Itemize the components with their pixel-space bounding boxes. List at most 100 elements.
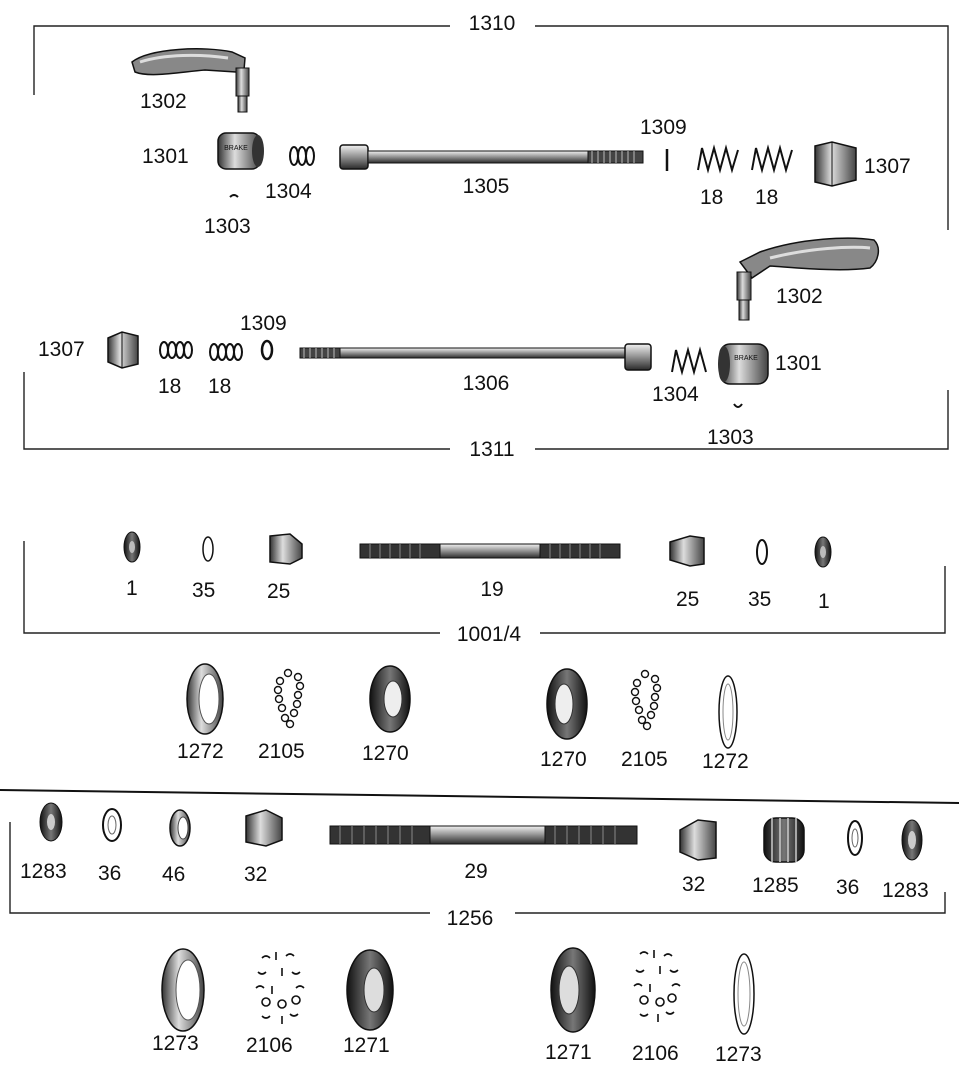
label-2106-right: 2106 xyxy=(632,1042,679,1065)
label-1285: 1285 xyxy=(752,874,799,897)
label-1-right: 1 xyxy=(818,590,830,613)
group-1311-bracket xyxy=(23,372,949,450)
group-label-1311: 1311 xyxy=(469,438,514,461)
label-2105-right: 2105 xyxy=(621,748,668,771)
cup-1272-left xyxy=(186,663,224,735)
label-32-right: 32 xyxy=(682,873,705,896)
label-25-right: 25 xyxy=(676,588,699,611)
race-1270-left xyxy=(369,665,411,733)
pin-1303 xyxy=(229,194,239,198)
washer-1309-b xyxy=(260,339,274,361)
label-29: 29 xyxy=(464,860,487,883)
spacer-46 xyxy=(169,809,191,847)
label-1283-right: 1283 xyxy=(882,879,929,902)
washer-35-left xyxy=(202,536,214,562)
cam-nut-engraving: BRAKE xyxy=(224,145,248,152)
group-label-1256: 1256 xyxy=(447,907,494,930)
label-1303-b: 1303 xyxy=(707,426,754,449)
race-1271-right xyxy=(550,947,596,1033)
label-18-d: 18 xyxy=(208,375,231,398)
group-1256-bracket xyxy=(9,822,946,914)
race-1271-left xyxy=(346,949,394,1031)
label-46: 46 xyxy=(162,863,185,886)
label-1283-left: 1283 xyxy=(20,860,67,883)
label-1271-right: 1271 xyxy=(545,1041,592,1064)
label-1304-a: 1304 xyxy=(265,180,312,203)
label-36-left: 36 xyxy=(98,862,121,885)
group-label-1310: 1310 xyxy=(469,12,516,35)
skewer-axle-1305 xyxy=(339,144,644,170)
washer-35-right xyxy=(756,539,768,565)
label-35-left: 35 xyxy=(192,579,215,602)
nut-1-right xyxy=(814,536,832,568)
label-1307-a: 1307 xyxy=(864,155,911,178)
cup-1273-right xyxy=(733,953,755,1035)
label-1272-right: 1272 xyxy=(702,750,749,773)
label-1305: 1305 xyxy=(463,175,510,198)
nut-1-left xyxy=(123,531,141,563)
label-1273-left: 1273 xyxy=(152,1032,199,1055)
label-1303-a: 1303 xyxy=(204,215,251,238)
nut-1283-left xyxy=(39,802,63,842)
quick-release-lever-1302-b xyxy=(736,237,880,321)
axle-29 xyxy=(329,825,638,845)
spring-18-a xyxy=(697,144,739,174)
label-1273-right: 1273 xyxy=(715,1043,762,1066)
label-1307-b: 1307 xyxy=(38,338,85,361)
label-1271-left: 1271 xyxy=(343,1034,390,1057)
label-32-left: 32 xyxy=(244,863,267,886)
cup-1273-left xyxy=(161,948,205,1032)
washer-36-right xyxy=(847,820,863,856)
label-18-c: 18 xyxy=(158,375,181,398)
label-1309-b: 1309 xyxy=(240,312,287,335)
label-18-b: 18 xyxy=(755,186,778,209)
label-19: 19 xyxy=(480,578,503,601)
label-36-right: 36 xyxy=(836,876,859,899)
label-1306: 1306 xyxy=(463,372,510,395)
label-2106-left: 2106 xyxy=(246,1034,293,1057)
spacer-1285 xyxy=(763,817,805,863)
cam-nut-1301: BRAKE xyxy=(217,132,264,170)
pin-1303-b xyxy=(733,403,743,408)
label-1301-a: 1301 xyxy=(142,145,189,168)
label-1301-b: 1301 xyxy=(775,352,822,375)
spring-1304 xyxy=(289,146,315,166)
cup-1272-right xyxy=(718,675,738,749)
label-35-right: 35 xyxy=(748,588,771,611)
ball-retainer-2106-right xyxy=(633,950,681,1022)
section-divider xyxy=(0,789,959,804)
label-1304-b: 1304 xyxy=(652,383,699,406)
label-1302-a: 1302 xyxy=(140,90,187,113)
label-1270-left: 1270 xyxy=(362,742,409,765)
label-18-a: 18 xyxy=(700,186,723,209)
quick-release-lever-1302 xyxy=(131,48,250,113)
spring-18-b xyxy=(751,144,793,174)
group-label-1001-4: 1001/4 xyxy=(457,623,522,646)
spring-18-c xyxy=(159,341,193,359)
group-1310-bracket xyxy=(33,25,949,230)
end-cap-1307-a xyxy=(814,141,857,187)
cone-25-right xyxy=(669,535,705,567)
label-1270-right: 1270 xyxy=(540,748,587,771)
cam-nut-1301-b: BRAKE xyxy=(718,343,769,385)
spring-18-d xyxy=(209,343,243,361)
ball-retainer-2105-right xyxy=(630,669,662,731)
label-1302-b: 1302 xyxy=(776,285,823,308)
label-25-left: 25 xyxy=(267,580,290,603)
group-1001-4-bracket xyxy=(23,541,946,634)
race-1270-right xyxy=(546,668,588,740)
label-2105-left: 2105 xyxy=(258,740,305,763)
label-1272-left: 1272 xyxy=(177,740,224,763)
cone-32-right xyxy=(679,819,717,861)
cam-nut-engraving-b: BRAKE xyxy=(734,355,758,362)
ball-retainer-2105-left xyxy=(273,668,305,729)
axle-19 xyxy=(359,543,621,559)
label-1309-a: 1309 xyxy=(640,116,687,139)
washer-36-left xyxy=(102,808,122,842)
label-1-left: 1 xyxy=(126,577,138,600)
cone-25-left xyxy=(269,533,303,565)
skewer-axle-1306 xyxy=(299,343,652,371)
ball-retainer-2106-left xyxy=(255,952,305,1024)
spring-1304-b xyxy=(671,346,707,376)
nut-1283-right xyxy=(901,819,923,861)
